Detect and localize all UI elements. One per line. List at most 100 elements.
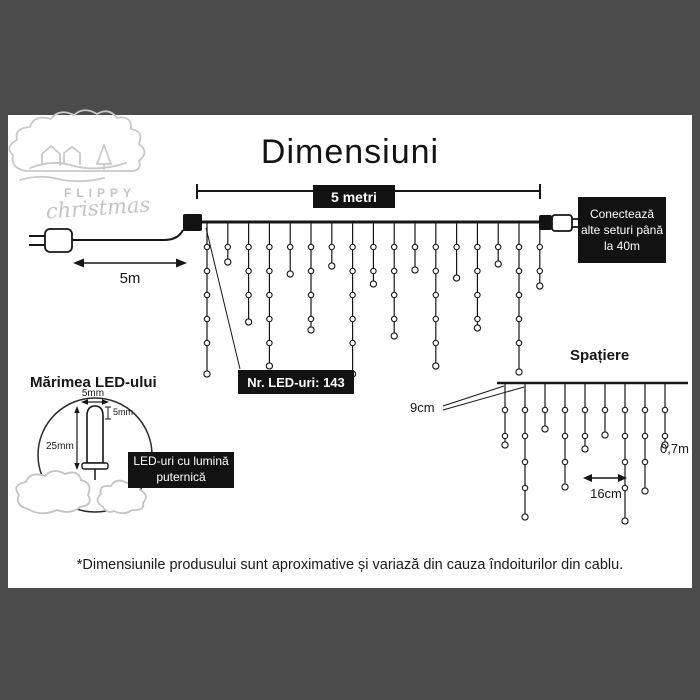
light-strand <box>541 384 549 433</box>
footnote: *Dimensiunile produsului sunt aproximati… <box>76 557 624 573</box>
led-bulb <box>515 243 523 251</box>
led-bulb <box>390 291 398 299</box>
top-gap-leader-lines <box>442 385 525 411</box>
led-bulb <box>307 291 315 299</box>
led-bulb <box>411 243 419 251</box>
led-cap-label: 5mm <box>113 407 133 417</box>
light-strand <box>521 384 529 521</box>
brand-name: FLIPPY <box>63 186 136 200</box>
led-bulb <box>641 487 649 495</box>
led-bulb <box>370 243 377 251</box>
light-strand <box>473 223 482 332</box>
led-bulb <box>245 243 252 251</box>
connect-note-badge: Conectează alte seturi până la 40m <box>578 197 666 263</box>
led-bulb <box>581 406 589 414</box>
light-strand <box>536 223 544 290</box>
light-strand <box>494 223 502 268</box>
led-bulb <box>661 441 669 449</box>
led-bulb <box>541 406 549 414</box>
light-strand <box>411 223 419 274</box>
light-strand <box>244 223 253 326</box>
drop-height-label: 0,7m <box>660 441 689 456</box>
led-bulb <box>266 267 273 275</box>
led-bulb <box>501 406 509 414</box>
brand-logo-sketch <box>8 109 146 183</box>
led-bulb <box>452 274 461 282</box>
spacing-heading: Spațiere <box>570 347 630 364</box>
led-bulb <box>621 458 629 466</box>
led-bulb <box>203 339 211 347</box>
led-count-badge: Nr. LED-uri: 143 <box>238 370 354 394</box>
led-bulb <box>328 243 336 251</box>
led-bulb <box>266 339 273 347</box>
led-bulb <box>266 291 273 299</box>
led-bulb <box>641 406 649 414</box>
led-bulb <box>601 431 609 439</box>
led-bulb <box>286 243 294 251</box>
light-strand <box>224 223 232 266</box>
led-bulb <box>641 458 649 466</box>
end-plug-icon <box>551 214 578 232</box>
spacing-light-strands <box>501 384 669 525</box>
led-bulb <box>328 262 336 270</box>
led-bulb <box>453 243 460 251</box>
led-bulb <box>561 406 569 414</box>
led-bulb <box>266 243 273 251</box>
led-bulb <box>432 291 440 299</box>
light-strand <box>452 223 461 282</box>
led-bulb <box>245 291 252 299</box>
light-strand <box>265 223 274 370</box>
light-strand <box>561 384 569 491</box>
led-bulb <box>536 267 544 275</box>
led-bulb <box>474 267 481 275</box>
led-bulb <box>561 483 569 491</box>
led-bulb <box>349 339 356 347</box>
led-bulb <box>515 339 523 347</box>
page-title: Dimensiuni <box>260 133 440 171</box>
led-bulb <box>561 432 569 440</box>
led-bulb <box>515 267 523 275</box>
led-bulb <box>536 243 544 251</box>
led-bulb <box>521 513 529 521</box>
light-strand <box>307 223 315 334</box>
led-bulb <box>474 315 481 323</box>
led-bulb <box>432 315 440 323</box>
led-bulb <box>581 445 589 453</box>
led-bulb <box>621 432 629 440</box>
led-bulb <box>621 484 629 492</box>
led-bulb <box>536 282 544 290</box>
led-bulb <box>661 432 669 440</box>
led-bulb-diagram <box>81 405 109 480</box>
light-strand <box>328 223 336 270</box>
led-bulb <box>307 326 315 334</box>
light-strand <box>390 223 398 340</box>
light-strand <box>661 384 669 449</box>
led-bulb <box>349 315 356 323</box>
led-bulb <box>266 315 273 323</box>
lead-length-arrow <box>73 258 187 268</box>
led-bulb <box>390 267 398 275</box>
led-bulb <box>494 243 502 251</box>
led-bulb <box>521 458 529 466</box>
led-bulb <box>349 291 356 299</box>
main-light-strands <box>203 223 544 378</box>
led-bulb <box>369 280 378 288</box>
led-bulb <box>581 432 589 440</box>
led-bulb <box>307 267 315 275</box>
light-strand <box>515 223 523 376</box>
led-bulb <box>286 270 294 278</box>
led-bulb <box>390 315 398 323</box>
led-bulb <box>203 267 211 275</box>
led-bulb <box>515 368 523 376</box>
led-bulb <box>521 432 529 440</box>
power-plug-icon <box>29 228 184 253</box>
led-bulb <box>411 266 419 274</box>
led-height-label: 25mm <box>46 441 74 452</box>
led-bulb <box>561 458 569 466</box>
led-bulb <box>661 406 669 414</box>
led-bulb <box>349 267 356 275</box>
led-size-heading: Mărimea LED-ului <box>30 374 157 391</box>
led-bulb <box>244 318 253 326</box>
led-bulb <box>224 243 232 251</box>
